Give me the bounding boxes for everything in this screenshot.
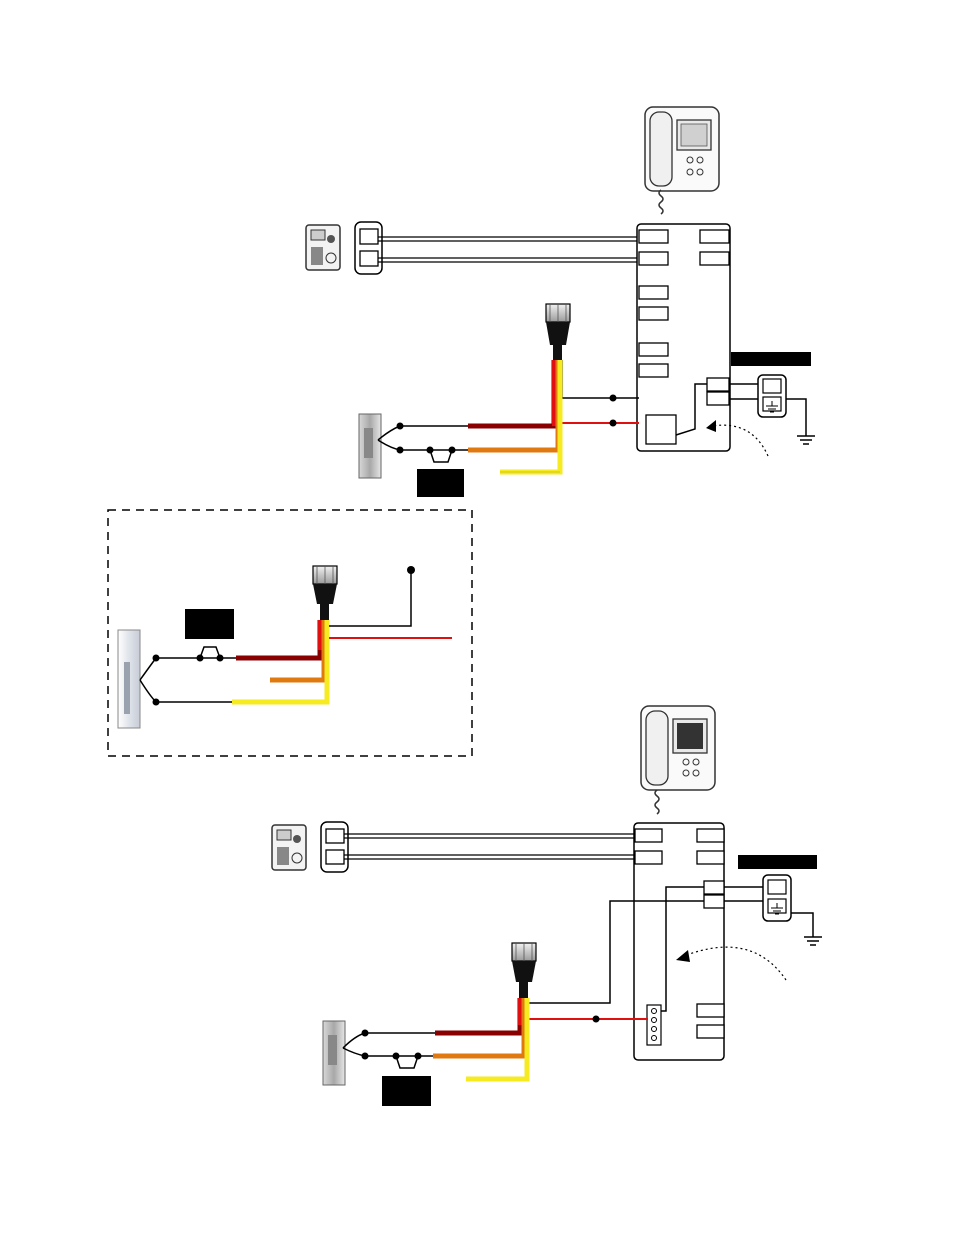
monitor-intercom-icon: [644, 106, 720, 215]
strike-wires: [377, 425, 468, 463]
power-terminal: [738, 855, 817, 922]
dotted-arrow: [711, 424, 769, 457]
power-wires: [527, 886, 822, 1012]
harness-wires: [433, 998, 530, 1082]
camera-terminal-block: [320, 821, 349, 873]
power-wires: [675, 383, 815, 445]
monitor-back-panel: [633, 822, 725, 1061]
label-box: [382, 1076, 431, 1106]
monitor-intercom-icon: [640, 705, 716, 815]
camera-cable: [378, 236, 639, 263]
door-camera-icon: [271, 824, 307, 871]
magnetic-lock-icon: [117, 629, 141, 729]
top-section: [305, 106, 815, 497]
inset-maglock-option: [107, 509, 473, 757]
relay-harness-plug: [511, 942, 537, 998]
harness-wires: [468, 360, 563, 475]
label-box: [738, 855, 817, 869]
strike-wires: [342, 1032, 435, 1069]
bottom-section: [271, 705, 822, 1106]
electric-strike-icon: [358, 413, 382, 479]
relay-harness-plug: [545, 303, 571, 360]
label-box: [185, 609, 234, 639]
arrow-head: [706, 420, 716, 432]
power-terminal: [731, 352, 811, 418]
label-box: [731, 352, 811, 366]
monitor-back-panel: [636, 223, 731, 452]
camera-terminal-block: [354, 221, 383, 275]
arrow-head: [676, 950, 690, 962]
harness-wires: [232, 570, 452, 705]
electric-strike-icon: [322, 1020, 346, 1086]
door-camera-icon: [305, 224, 341, 271]
camera-cable: [344, 833, 634, 860]
relay-harness-plug: [312, 565, 338, 620]
label-box: [417, 469, 464, 497]
